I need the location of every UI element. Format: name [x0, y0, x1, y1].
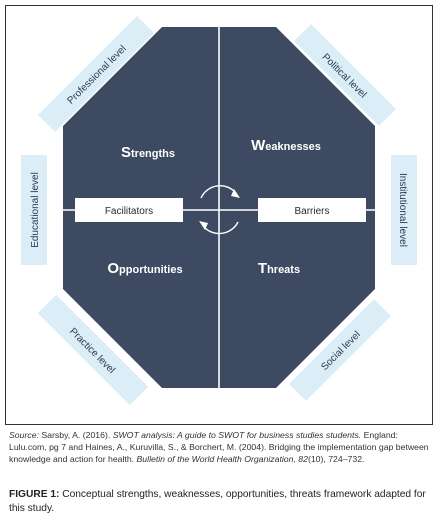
source-pages: (10), 724–732. [307, 453, 365, 464]
barriers-label: Barriers [294, 206, 329, 217]
source-rest: England: Lulu.com, pg 7 and Haines, A., … [9, 430, 429, 464]
caption-label: FIGURE 1: [9, 489, 60, 500]
source-title: SWOT analysis: A guide to SWOT for busin… [112, 430, 362, 440]
source-journal: Bulletin of the World Health Organizatio… [136, 453, 308, 464]
caption-text: Conceptual strengths, weaknesses, opport… [9, 489, 426, 514]
source-note: Source: Sarsby, A. (2016). SWOT analysis… [9, 430, 431, 465]
opportunities-label: Opportunities [107, 260, 182, 277]
facilitators-box [75, 198, 183, 222]
figure-caption: FIGURE 1: Conceptual strengths, weakness… [9, 488, 431, 515]
source-authors: Sarsby, A. (2016). [41, 430, 111, 440]
figure-frame [5, 5, 433, 425]
swot-diagram: Facilitators Barriers Strengths Weakness… [21, 16, 417, 406]
cycle-arrows-icon [199, 185, 240, 235]
barriers-box [258, 198, 366, 222]
source-label: Source: [9, 430, 39, 440]
strengths-label: Strengths [121, 144, 175, 161]
level-institutional-label: Institutional level [397, 173, 408, 247]
level-institutional: Institutional level [391, 155, 417, 265]
facilitators-label: Facilitators [105, 206, 153, 217]
level-educational: Educational level [21, 155, 47, 265]
weaknesses-label: Weaknesses [251, 137, 321, 154]
level-educational-label: Educational level [30, 172, 41, 248]
threats-label: Threats [258, 260, 300, 277]
